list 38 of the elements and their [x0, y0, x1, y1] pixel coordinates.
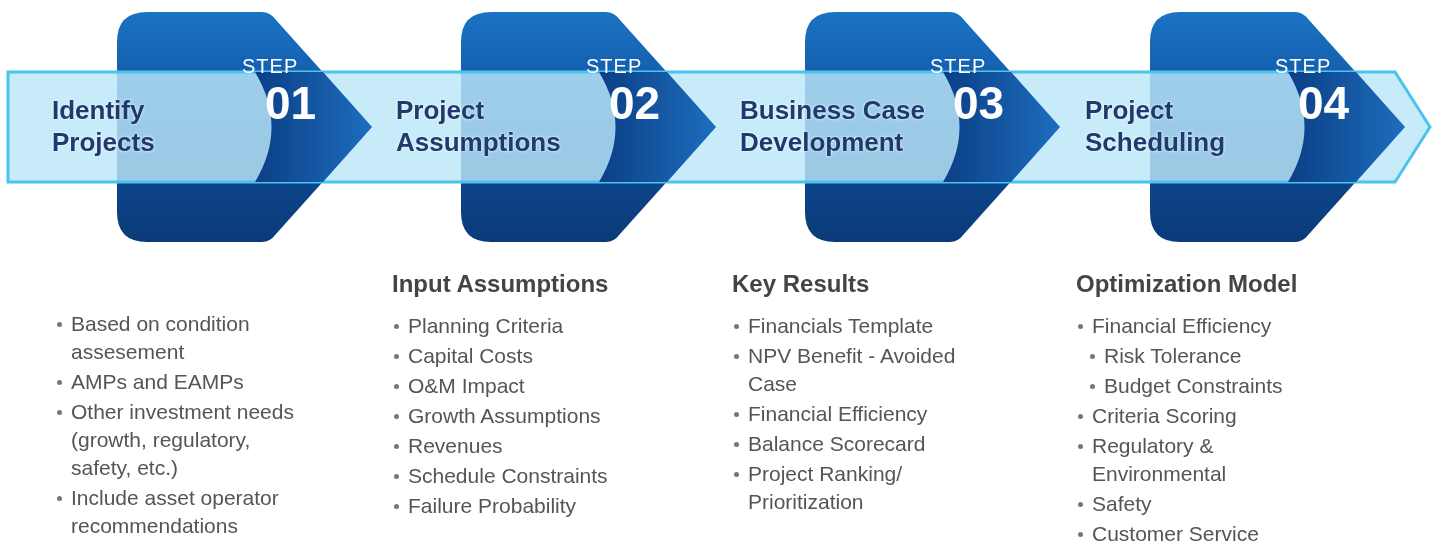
bullet-text: Financials Template — [748, 314, 934, 337]
bullet-text: AMPs and EAMPs — [71, 370, 244, 393]
bullet-text: Regulatory & Environmental — [1092, 434, 1227, 485]
step-label: STEP — [930, 55, 987, 78]
bullet-text: Failure Probability — [408, 494, 577, 517]
bullet-text: Other investment needs (growth, regulatory, safety, etc.) — [71, 400, 294, 479]
bullet-text: Growth Assumptions — [408, 404, 601, 427]
bullet-text: Include asset operator recommendations — [71, 486, 279, 537]
step-title: Business Case Development — [740, 94, 926, 158]
bullet-text: O&M Impact — [408, 374, 525, 397]
bullet-text: Criteria Scoring — [1092, 404, 1237, 427]
bullet-text: Budget Constraints — [1104, 374, 1283, 397]
bullet-text: NPV Benefit - Avoided Case — [748, 344, 956, 395]
column-heading: Key Results — [732, 270, 870, 298]
bullet-text: Planning Criteria — [408, 314, 564, 337]
bullet-text: Safety — [1092, 492, 1152, 515]
step-number: 01 — [265, 76, 317, 130]
column-heading: Input Assumptions — [392, 270, 609, 298]
bullet-text: Capital Costs — [408, 344, 533, 367]
step-number: 04 — [1298, 76, 1350, 130]
bullet-text: Risk Tolerance — [1104, 344, 1242, 367]
bullet-text: Project Ranking/ Prioritization — [748, 462, 903, 513]
column-heading: Optimization Model — [1076, 270, 1298, 298]
step-label: STEP — [242, 55, 299, 78]
bullet-text: Financial Efficiency — [1092, 314, 1272, 337]
step-label: STEP — [1275, 55, 1332, 78]
step-title: Project Scheduling — [1085, 94, 1227, 158]
bullet-text: Based on condition assesement — [71, 312, 250, 363]
bullet-text: Revenues — [408, 434, 503, 457]
step-label: STEP — [586, 55, 643, 78]
step-title: Project Assumptions — [396, 94, 562, 158]
bullet-text: Customer Service — [1092, 522, 1259, 545]
step-number: 02 — [609, 76, 661, 130]
step-number: 03 — [953, 76, 1005, 130]
step-title: Identify Projects — [52, 94, 156, 158]
bullet-text: Financial Efficiency — [748, 402, 928, 425]
bullet-text: Balance Scorecard — [748, 432, 926, 455]
bullet-text: Schedule Constraints — [408, 464, 608, 487]
